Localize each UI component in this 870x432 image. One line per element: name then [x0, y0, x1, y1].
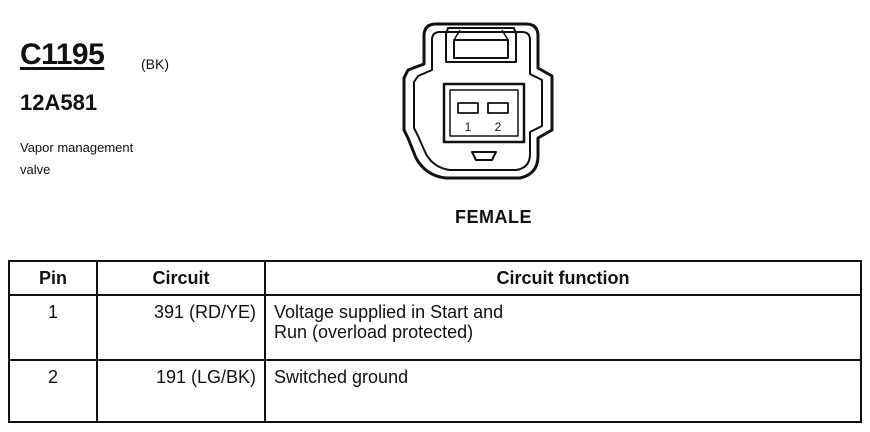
housing-inner-outline: [413, 31, 543, 171]
terminal-cavity-inner: [449, 89, 519, 137]
latch-outer: [445, 27, 517, 63]
terminal-slot-1: [457, 102, 479, 114]
connector-id: C1195: [20, 38, 105, 71]
terminal-slot-2: [487, 102, 509, 114]
circuit-cell: 391 (RD/YE): [96, 294, 266, 361]
connector-face-drawing: 1 2: [402, 22, 554, 180]
circuit-function-line: Voltage supplied in Start and: [274, 302, 504, 322]
description-line-1: Vapor management: [20, 140, 134, 155]
terminal-cavity-block: [442, 82, 526, 144]
circuit-function-cell: Voltage supplied in Start and Run (overl…: [264, 294, 862, 361]
latch-ridge-right: [501, 29, 509, 41]
connector-gender-label: FEMALE: [455, 207, 532, 227]
header-circuit-function: Circuit function: [264, 260, 862, 296]
header-pin: Pin: [8, 260, 98, 296]
latch-tab: [453, 39, 509, 59]
circuit-function-line: Run (overload protected): [274, 322, 474, 342]
latch-ridge-left: [453, 29, 461, 41]
description-line-2: valve: [20, 162, 51, 177]
table-row: 2 191 (LG/BK) Switched ground: [8, 359, 862, 423]
pin-cell: 2: [8, 359, 98, 423]
color-code: (BK): [141, 56, 169, 72]
pinout-table: Pin Circuit Circuit function 1 391 (RD/Y…: [8, 260, 862, 423]
circuit-function-cell: Switched ground: [264, 359, 862, 423]
table-row: 1 391 (RD/YE) Voltage supplied in Start …: [8, 294, 862, 361]
pin-label-2: 2: [495, 120, 502, 134]
pin-cell: 1: [8, 294, 98, 361]
circuit-function-line: Switched ground: [274, 367, 409, 387]
table-header-row: Pin Circuit Circuit function: [8, 260, 862, 296]
circuit-cell: 191 (LG/BK): [96, 359, 266, 423]
part-number: 12A581: [20, 90, 98, 115]
lock-notch: [471, 151, 497, 161]
housing-outline: [402, 22, 554, 180]
header-circuit: Circuit: [96, 260, 266, 296]
pin-label-1: 1: [465, 120, 472, 134]
